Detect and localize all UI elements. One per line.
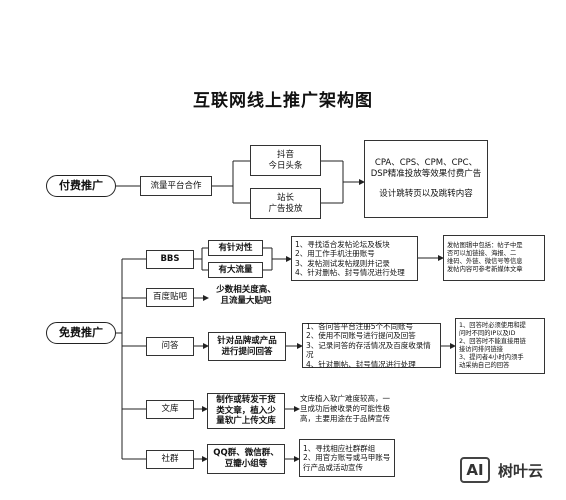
bbs-targeted-node: 有针对性 xyxy=(208,240,263,256)
bbs-node: BBS xyxy=(146,250,194,269)
shequn-node: 社群 xyxy=(146,450,194,469)
wenda-steps-node: 1、各问答平台注册5个不同账号 2、使用不同账号进行提问及回答 3、记录问答的存… xyxy=(302,322,441,369)
wenku-desc-node: 制作或转发干货 类文章，植入少 量软广上传文库 xyxy=(207,393,285,429)
free-promotion-node: 免费推广 xyxy=(46,322,116,344)
paid-platform-douyin-node: 抖音 今日头条 xyxy=(250,145,321,176)
paid-result-line1: CPA、CPS、CPM、CPC、 DSP精准投放等效果付费广告 xyxy=(370,158,482,179)
paid-channel-node: 流量平台合作 xyxy=(140,176,212,196)
paid-result-line2: 设计跳转页以及跳转内容 xyxy=(379,189,473,200)
watermark-text: 树叶云 xyxy=(498,461,544,480)
bbs-high-traffic-node: 有大流量 xyxy=(208,262,263,278)
wenda-node: 问答 xyxy=(146,337,194,356)
wenku-node: 文库 xyxy=(146,400,194,419)
shequn-steps-node: 1、寻找相应社群群组 2、用官方账号或马甲账号 行产品或活动宣传 xyxy=(299,439,395,477)
bbs-steps-node: 1、寻找适合发帖论坛及板块 2、用工作手机注册账号 3、发帖测试发帖规则并记录 … xyxy=(291,236,418,281)
watermark-logo: AI xyxy=(460,457,490,483)
wenda-note-node: 1、回答时必须使用和提 问时不同的IP以及ID 2、回答时不能直接用链 接访问排… xyxy=(455,318,545,374)
tieba-node: 百度贴吧 xyxy=(146,288,194,307)
wenda-desc-node: 针对品牌或产品 进行提问回答 xyxy=(208,332,286,361)
paid-platform-webmaster-node: 站长 广告投放 xyxy=(250,188,321,219)
diagram-title: 互联网线上推广架构图 xyxy=(193,91,373,111)
bbs-note-node: 发帖图辑中包括：帖子中是 否可以加链接、海报、二 维码、外链、微信号等信息 发帖… xyxy=(443,235,545,281)
wenku-steps-text: 文库植入软广难度较高，一 旦成功后被收录的可能性极 高，主要用途在于品牌宣传 xyxy=(300,394,390,423)
watermark: AI 树叶云 xyxy=(460,450,560,490)
paid-promotion-node: 付费推广 xyxy=(46,175,116,197)
tieba-desc: 少数相关度高、 且流量大贴吧 xyxy=(216,285,276,307)
shequn-desc-node: QQ群、微信群、 豆瓣小组等 xyxy=(207,444,285,474)
paid-result-node: CPA、CPS、CPM、CPC、 DSP精准投放等效果付费广告 设计跳转页以及跳… xyxy=(364,140,488,218)
